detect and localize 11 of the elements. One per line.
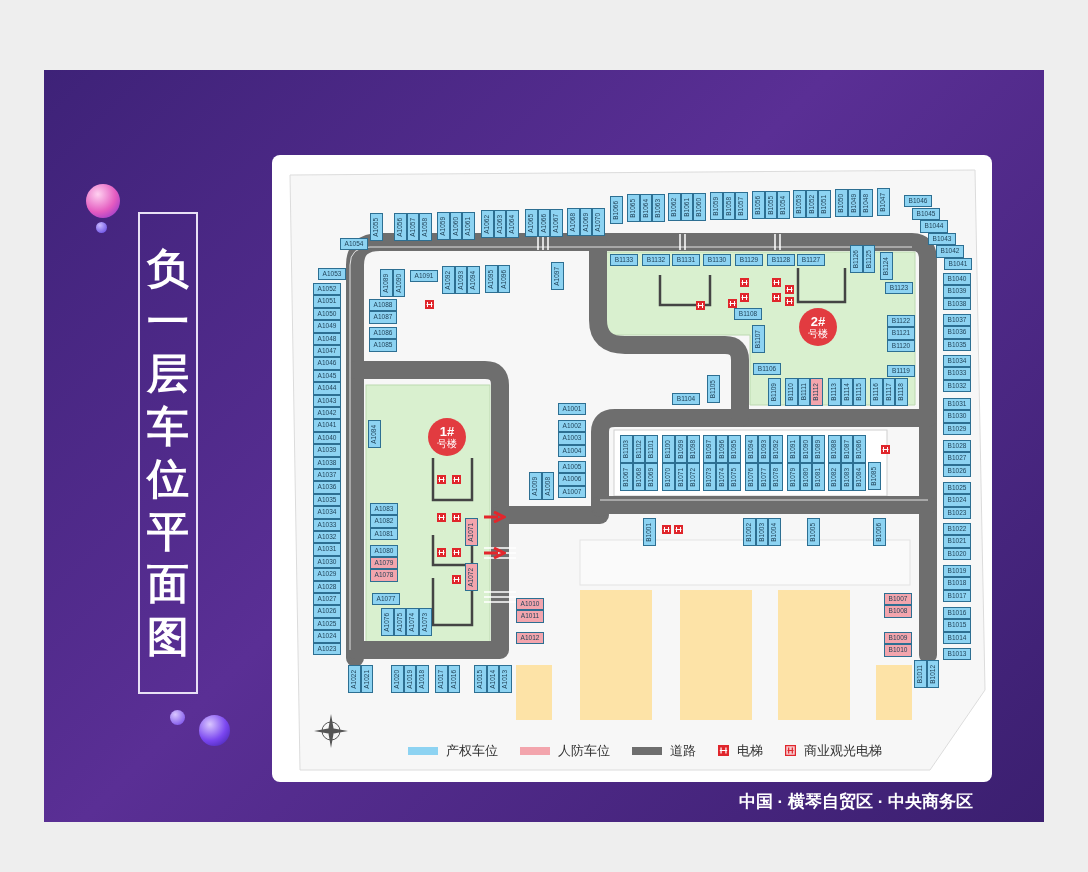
legend-label: 商业观光电梯	[804, 742, 882, 760]
legend-label: 道路	[670, 742, 696, 760]
legend-label: 人防车位	[558, 742, 610, 760]
building-label: 号楼	[808, 328, 828, 339]
building-number: 1#	[439, 425, 455, 438]
building-number: 2#	[810, 315, 826, 328]
location-text: 中国 · 横琴自贸区 · 中央商务区	[738, 791, 974, 813]
title: 负一层车位平面图	[147, 244, 189, 662]
legend-label: 产权车位	[446, 742, 498, 760]
building-label: 号楼	[437, 438, 457, 449]
legend-label: 电梯	[737, 742, 763, 760]
